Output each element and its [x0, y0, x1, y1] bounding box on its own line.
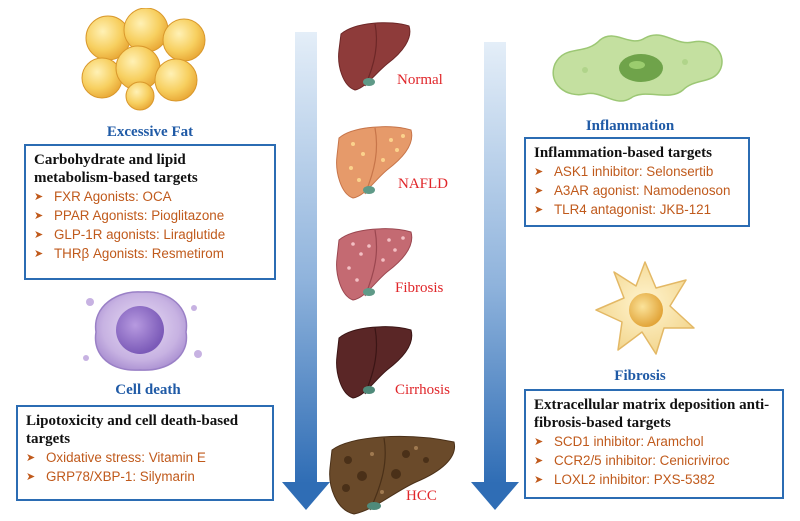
liver-hcc-icon	[329, 436, 456, 515]
list-item: ➤A3AR agonist: Namodenoson	[534, 183, 731, 198]
list-item: ➤THRβ Agonists: Resmetirom	[34, 246, 224, 261]
stage-label-hcc: HCC	[406, 488, 437, 504]
chevron-right-icon: ➤	[34, 228, 44, 241]
heading-inflammation: Inflammation	[585, 118, 675, 134]
chevron-right-icon: ➤	[534, 203, 544, 216]
macrophage-icon	[552, 34, 723, 102]
box-title: Extracellular matrix deposition anti-fib…	[534, 397, 770, 431]
liver-fibrosis-icon	[336, 228, 413, 301]
stage-label-fibrosis: Fibrosis	[395, 280, 444, 296]
box-fibrosis-targets: Extracellular matrix deposition anti-fib…	[524, 389, 784, 499]
box-title: Carbohydrate and lipid metabolism-based …	[34, 152, 198, 186]
chevron-right-icon: ➤	[26, 470, 36, 483]
box-metabolism-targets: Carbohydrate and lipid metabolism-based …	[24, 144, 276, 280]
stage-label-nafld: NAFLD	[398, 176, 449, 192]
list-item: ➤LOXL2 inhibitor: PXS-5382	[534, 472, 715, 487]
stage-label-cirrhosis: Cirrhosis	[395, 382, 451, 398]
list-item: ➤FXR Agonists: OCA	[34, 189, 172, 204]
chevron-right-icon: ➤	[534, 454, 544, 467]
chevron-right-icon: ➤	[534, 435, 544, 448]
stellate-cell-icon	[595, 261, 695, 355]
heading-fibrosis: Fibrosis	[614, 368, 666, 384]
list-item: ➤CCR2/5 inhibitor: Cenicriviroc	[534, 453, 730, 468]
list-item: ➤SCD1 inhibitor: Aramchol	[534, 434, 704, 449]
box-inflammation-targets: Inflammation-based targets ➤ASK1 inhibit…	[524, 137, 750, 227]
list-item: ➤GRP78/XBP-1: Silymarin	[26, 469, 195, 484]
heading-excessive-fat: Excessive Fat	[106, 124, 194, 140]
chevron-right-icon: ➤	[534, 165, 544, 178]
list-item: ➤ASK1 inhibitor: Selonsertib	[534, 164, 714, 179]
chevron-right-icon: ➤	[26, 451, 36, 464]
list-item: ➤Oxidative stress: Vitamin E	[26, 450, 206, 465]
box-title: Inflammation-based targets	[534, 145, 712, 161]
left-arrow	[282, 32, 330, 510]
liver-cirrhosis-icon	[336, 326, 413, 399]
list-item: ➤TLR4 antagonist: JKB-121	[534, 202, 712, 217]
list-item: ➤PPAR Agonists: Pioglitazone	[34, 208, 225, 223]
stage-label-normal: Normal	[397, 72, 443, 88]
heading-cell-death: Cell death	[115, 382, 181, 398]
chevron-right-icon: ➤	[34, 209, 44, 222]
chevron-right-icon: ➤	[534, 473, 544, 486]
liver-normal-icon	[338, 22, 411, 91]
dying-cell-icon	[83, 291, 202, 371]
fat-cells-icon	[81, 8, 206, 111]
list-item: ➤GLP-1R agonists: Liraglutide	[34, 227, 226, 242]
liver-nafld-icon	[336, 126, 413, 199]
box-title: Lipotoxicity and cell death-based target…	[26, 413, 239, 447]
box-cell-death-targets: Lipotoxicity and cell death-based target…	[16, 405, 274, 501]
chevron-right-icon: ➤	[34, 247, 44, 260]
chevron-right-icon: ➤	[34, 190, 44, 203]
right-arrow	[471, 42, 519, 510]
chevron-right-icon: ➤	[534, 184, 544, 197]
